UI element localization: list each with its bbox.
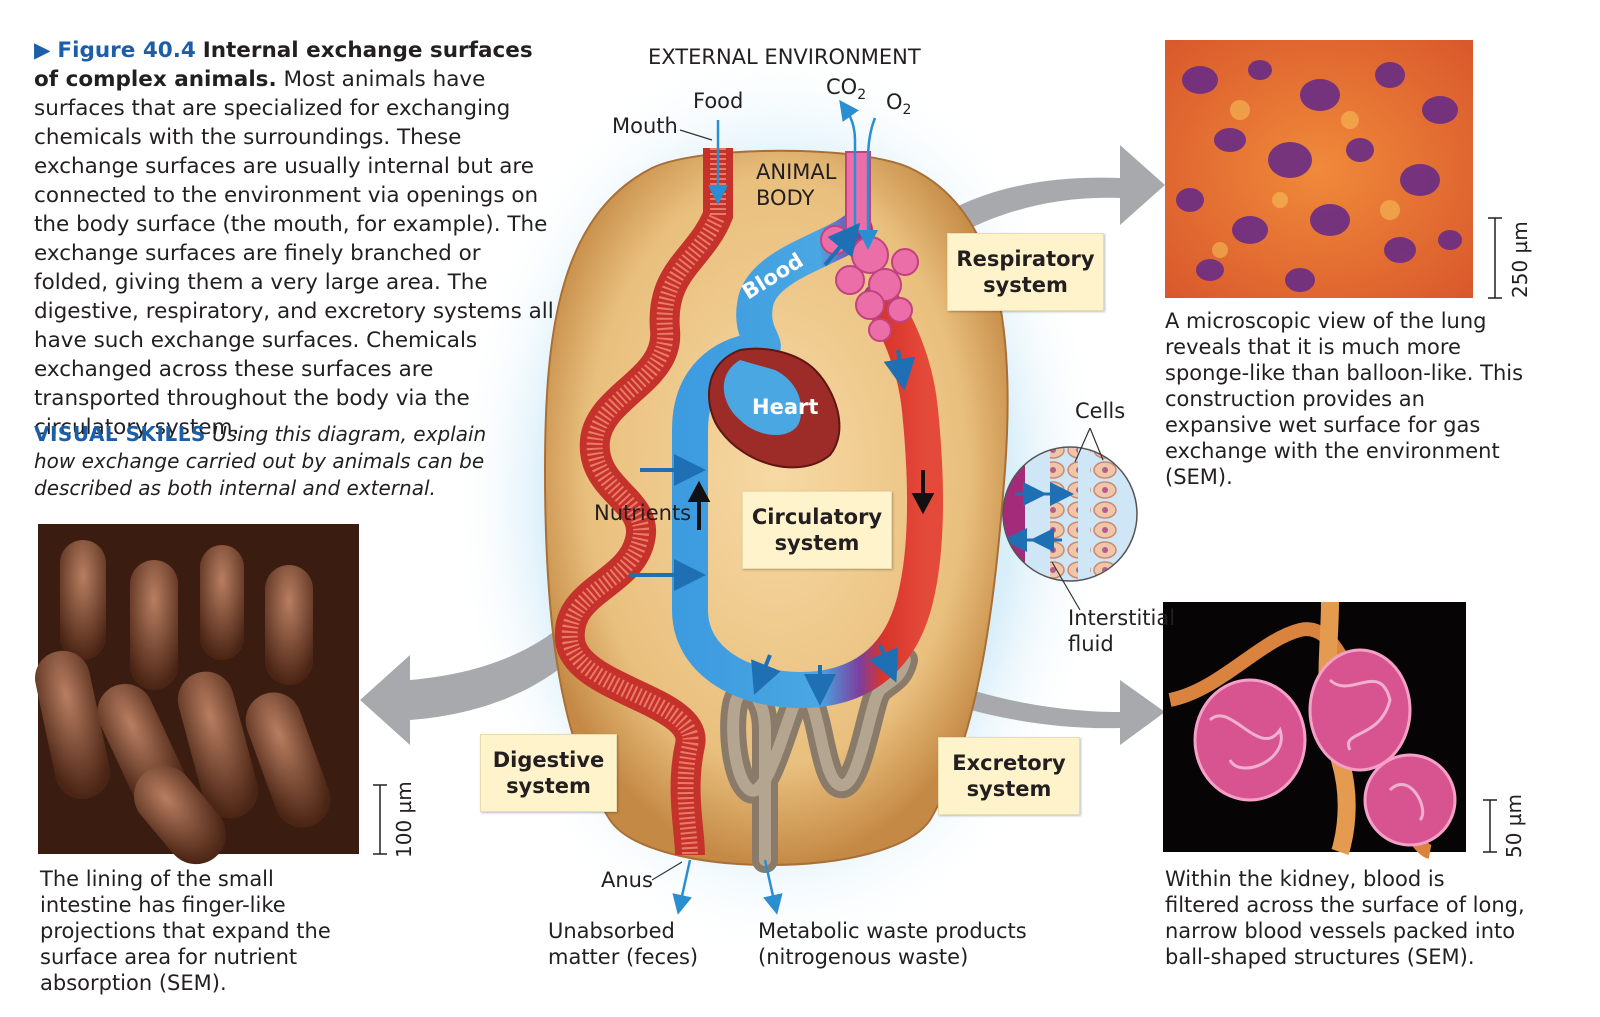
visual-skills-text: Using this diagram, explain how exchange… <box>34 422 487 500</box>
exchange-arrows <box>630 222 916 706</box>
lung-photo <box>1165 40 1473 298</box>
kidney-scale-label: 50 µm <box>1502 793 1526 858</box>
circulatory-system-box: Circulatory system <box>742 491 892 569</box>
kidney-caption: Within the kidney, blood is filtered acr… <box>1165 867 1525 969</box>
intestine-photo <box>35 524 359 865</box>
co2-label: CO2 <box>826 75 867 104</box>
scale-bars <box>373 217 1502 855</box>
visual-skills-label: VISUAL SKILLS <box>34 422 206 446</box>
cells-label: Cells <box>1075 399 1126 423</box>
black-flow-arrows <box>687 470 935 530</box>
metabolic-waste-label: Metabolic waste products (nitrogenous wa… <box>758 919 1027 969</box>
nutrients-label: Nutrients <box>594 501 692 525</box>
lung-caption: A microscopic view of the lung reveals t… <box>1165 309 1524 489</box>
interstitial-fluid-label: Interstitial fluid <box>1068 606 1176 656</box>
digestive-system-box: Digestive system <box>480 734 617 812</box>
flow-arrows <box>672 99 878 915</box>
food-label: Food <box>693 89 744 113</box>
respiratory-system-box: Respiratory system <box>947 233 1104 311</box>
visual-skills-block: VISUAL SKILLS Using this diagram, explai… <box>34 421 504 502</box>
excretory-system-box: Excretory system <box>938 737 1080 815</box>
intestine-caption: The lining of the small intestine has fi… <box>40 867 331 995</box>
lung-scale-label: 250 µm <box>1508 221 1532 298</box>
heart-label: Heart <box>752 395 819 419</box>
unabsorbed-matter-label: Unabsorbed matter (feces) <box>548 919 699 969</box>
mouth-label: Mouth <box>612 114 678 138</box>
o2-label: O2 <box>886 90 912 119</box>
figure-title: Internal exchange surfaces of complex an… <box>34 38 533 92</box>
figure-number: Figure 40.4 <box>57 38 196 63</box>
anus-label: Anus <box>601 868 653 892</box>
leader-lines <box>651 129 713 881</box>
respiratory-tree <box>820 151 919 342</box>
intestine-scale-label: 100 µm <box>392 781 416 858</box>
kidney-photo <box>1163 601 1466 859</box>
animal-body-label: ANIMAL BODY <box>756 160 837 210</box>
digestive-tract <box>554 148 733 856</box>
figure-body: Most animals have surfaces that are spec… <box>34 67 554 440</box>
external-environment-label: EXTERNAL ENVIRONMENT <box>648 45 921 69</box>
figure-caption: ▶ Figure 40.4 Internal exchange surfaces… <box>34 38 554 440</box>
